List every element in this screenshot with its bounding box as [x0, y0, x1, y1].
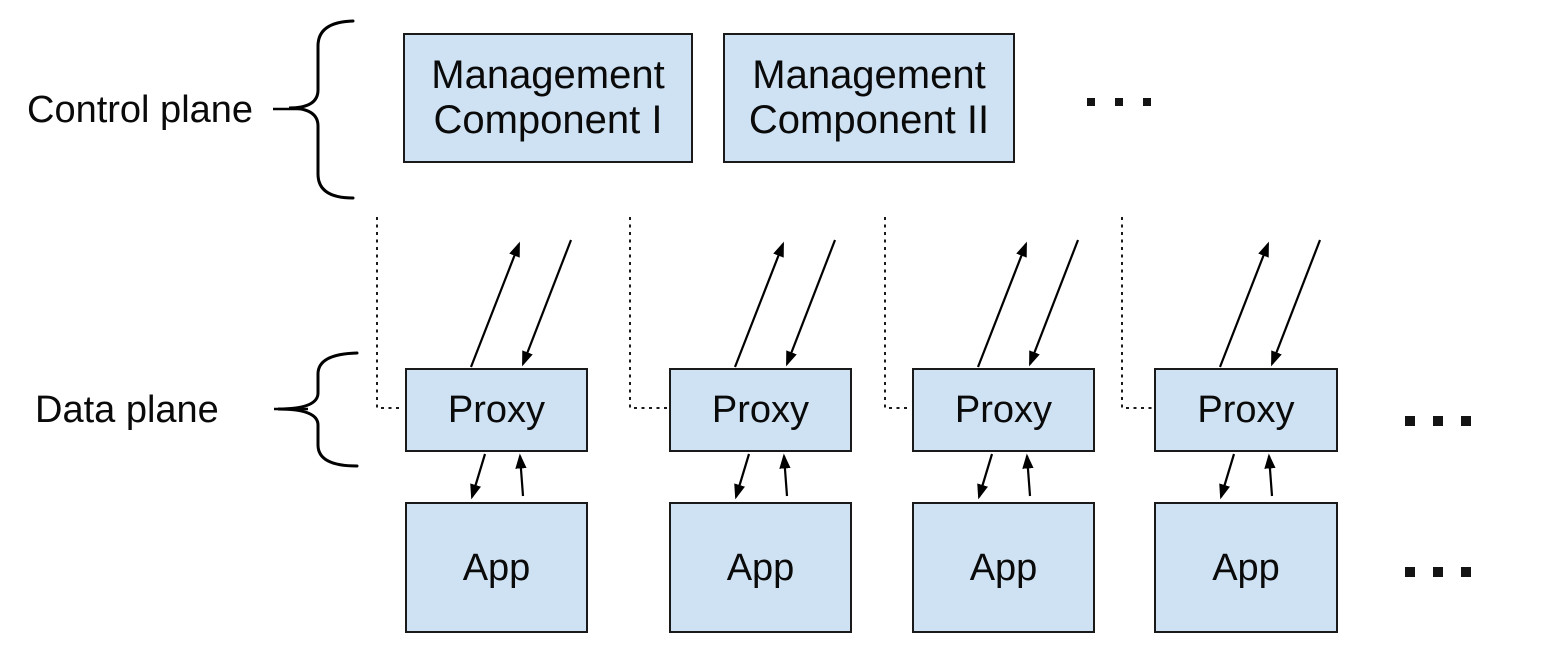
ellipsis-dot — [1461, 416, 1471, 426]
node-proxy-1: Proxy — [405, 368, 588, 452]
ellipsis-proxy-row — [1405, 416, 1471, 426]
node-app-4: App — [1154, 502, 1338, 633]
ellipsis-dot — [1433, 416, 1443, 426]
ellipsis-dot — [1405, 416, 1415, 426]
node-management-component-1: Management Component I — [403, 33, 693, 163]
node-app-1: App — [405, 502, 588, 633]
ellipsis-dot — [1087, 98, 1095, 106]
label-connector-lines — [273, 107, 308, 411]
proxy-control-arrows — [469, 239, 1322, 368]
ellipsis-dot — [1115, 98, 1123, 106]
ellipsis-dot — [1461, 567, 1471, 577]
ellipsis-dot — [1405, 567, 1415, 577]
data-plane-label: Data plane — [35, 389, 219, 431]
node-proxy-2: Proxy — [669, 368, 852, 452]
control-plane-label: Control plane — [27, 89, 254, 131]
node-app-3: App — [912, 502, 1095, 633]
node-proxy-3: Proxy — [912, 368, 1095, 452]
ellipsis-dot — [1433, 567, 1443, 577]
ellipsis-control-plane — [1087, 98, 1151, 106]
dotted-guide-lines — [376, 217, 1152, 409]
node-app-2: App — [669, 502, 852, 633]
ellipsis-app-row — [1405, 567, 1471, 577]
node-proxy-4: Proxy — [1154, 368, 1338, 452]
ellipsis-dot — [1143, 98, 1151, 106]
node-management-component-2: Management Component II — [723, 33, 1015, 163]
proxy-app-arrows — [470, 453, 1276, 500]
